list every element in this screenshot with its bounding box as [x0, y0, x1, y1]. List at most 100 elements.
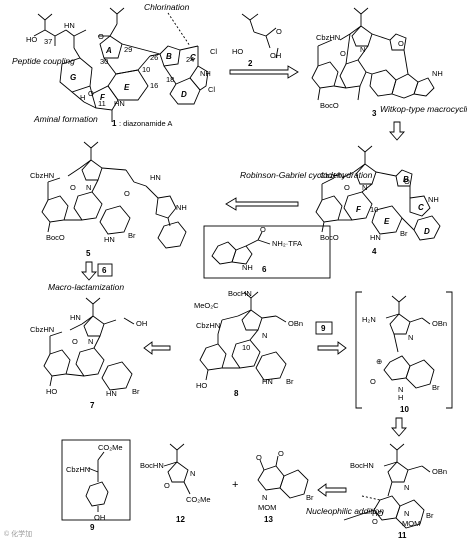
c10-h-label: H — [398, 393, 403, 402]
compound-5-number: 5 — [86, 249, 91, 258]
c7-oh-label: OH — [136, 319, 147, 328]
step-label-6: 6 — [102, 266, 107, 275]
c10-h2n-label: H₂N — [362, 315, 376, 324]
c3-nh-label: NH — [432, 69, 443, 78]
c4-ring-f: F — [356, 205, 362, 214]
c8-n-label: N — [262, 331, 267, 340]
watermark: © 化学加 — [4, 529, 32, 538]
c1-h-label: H — [80, 93, 85, 102]
c8-br-label: Br — [286, 377, 294, 386]
c1-ring-e: E — [124, 83, 130, 92]
c1-ring-d: D — [181, 90, 187, 99]
c5-n-label: N — [86, 183, 91, 192]
reagent-9-box — [61, 439, 131, 521]
c3-n-label: N — [360, 45, 365, 54]
c4-cbzhn-label: CbzHN — [320, 171, 344, 180]
compound-1-name: : diazonamide A — [119, 119, 172, 128]
c4-o-label-2: O — [404, 177, 410, 186]
c7-hn-label-2: HN — [106, 389, 117, 398]
c3-cbzhn-label: CbzHN — [316, 33, 340, 42]
compound-1-number: 1 — [112, 119, 117, 128]
c5-o-label: O — [70, 183, 76, 192]
c4-n-label: N — [362, 183, 367, 192]
arrow-4-to-5 — [225, 197, 299, 211]
c3-boco-label: BocO — [320, 101, 339, 110]
c1-locant-18: 18 — [166, 75, 174, 84]
c12-bochn-label: BocHN — [140, 461, 164, 470]
compound-4-number: 4 — [372, 247, 377, 256]
plus-sign: + — [232, 479, 238, 491]
c8-hn-label: HN — [262, 377, 273, 386]
compound-12-number: 12 — [176, 515, 185, 524]
c5-hn-label-2: HN — [104, 235, 115, 244]
c1-locant-16: 16 — [150, 81, 158, 90]
annotation-nucleophilic-addition: Nucleophilic addition — [306, 506, 384, 516]
c8-ho-label: HO — [196, 381, 207, 390]
annotation-witkop: Witkop-type macrocyclization — [380, 104, 467, 114]
c8-meo2c-label: MeO₂C — [194, 301, 219, 310]
step-label-9: 9 — [321, 324, 326, 333]
c13-br-label: Br — [306, 493, 314, 502]
c4-hn-label: HN — [370, 233, 381, 242]
c10-n-label: N — [408, 333, 413, 342]
c8-obn-label: OBn — [288, 319, 303, 328]
compound-2-number: 2 — [248, 59, 253, 68]
c5-o-label-2: O — [124, 189, 130, 198]
c4-nh-label: NH — [428, 195, 439, 204]
compound-6-number: 6 — [262, 265, 267, 274]
c4-ring-d: D — [424, 227, 430, 236]
c1-locant-10: 10 — [142, 65, 150, 74]
c6-formula: NH₂·TFA — [272, 239, 302, 248]
bracket-right — [446, 291, 453, 409]
c5-nh-label: NH — [176, 203, 187, 212]
c1-hn-label-2: HN — [114, 99, 125, 108]
c12-o-label: O — [164, 481, 170, 490]
compound-6-amine-salt — [211, 231, 271, 265]
compound-13-isatin — [257, 455, 309, 499]
arrow-8-to-7 — [143, 341, 171, 355]
c1-locant-37: 37 — [44, 37, 52, 46]
robinson-gabriel-line: Robinson-Gabriel cyclodehydration — [240, 170, 373, 180]
c12-co2me-label: CO₂Me — [186, 495, 211, 504]
c9-co2me-label: CO₂Me — [98, 443, 123, 452]
c1-locant-11: 11 — [98, 99, 106, 108]
annotation-chlorination: Chlorination — [144, 2, 190, 12]
c6-o-label: O — [260, 225, 266, 234]
c8-bochn-label: BocHN — [228, 289, 252, 298]
compound-11-adduct — [343, 443, 431, 529]
c10-obn-label: OBn — [432, 319, 447, 328]
annotation-macrolactamization: Macro-lactamization — [48, 282, 124, 292]
c2-o-label: O — [276, 27, 282, 36]
step-box-9 — [315, 321, 333, 335]
compound-10-cation — [383, 295, 435, 389]
compound-4-biaryl — [315, 145, 441, 241]
c1-cl-label-1: Cl — [210, 47, 217, 56]
c3-o-label: O — [340, 49, 346, 58]
compound-11-number: 11 — [398, 531, 407, 540]
c1-cl-label-2: Cl — [208, 85, 215, 94]
c1-o-label-2: O — [88, 89, 94, 98]
c9-cbzhn-label: CbzHN — [66, 465, 90, 474]
compound-1-diazonamide-a — [33, 7, 209, 122]
arrow-2-to-3 — [229, 65, 299, 79]
arrow-5-to-7 — [81, 261, 97, 281]
c7-o-label: O — [72, 337, 78, 346]
c7-ho-label: HO — [46, 387, 57, 396]
c1-hn-label: HN — [64, 21, 75, 30]
c5-hn-label: HN — [150, 173, 161, 182]
compound-7-number: 7 — [90, 401, 95, 410]
annotation-robinson-gabriel: Robinson-Gabriel cyclodehydration — [240, 170, 373, 180]
c11-n-label-2: N — [404, 509, 409, 518]
c10-n-label-2: N — [398, 385, 403, 394]
c13-mom-label: MOM — [258, 503, 276, 512]
compound-13-number: 13 — [264, 515, 273, 524]
annotation-peptide-coupling: Peptide coupling — [12, 56, 75, 66]
c6-nh-label: NH — [242, 263, 253, 272]
c12-n-label: N — [190, 469, 195, 478]
c7-n-label: N — [88, 337, 93, 346]
c1-ring-g: G — [70, 73, 76, 82]
c7-br-label: Br — [132, 387, 140, 396]
arrow-3-to-4 — [389, 121, 405, 141]
nucleophilic-addition-line: Nucleophilic addition — [306, 506, 384, 516]
